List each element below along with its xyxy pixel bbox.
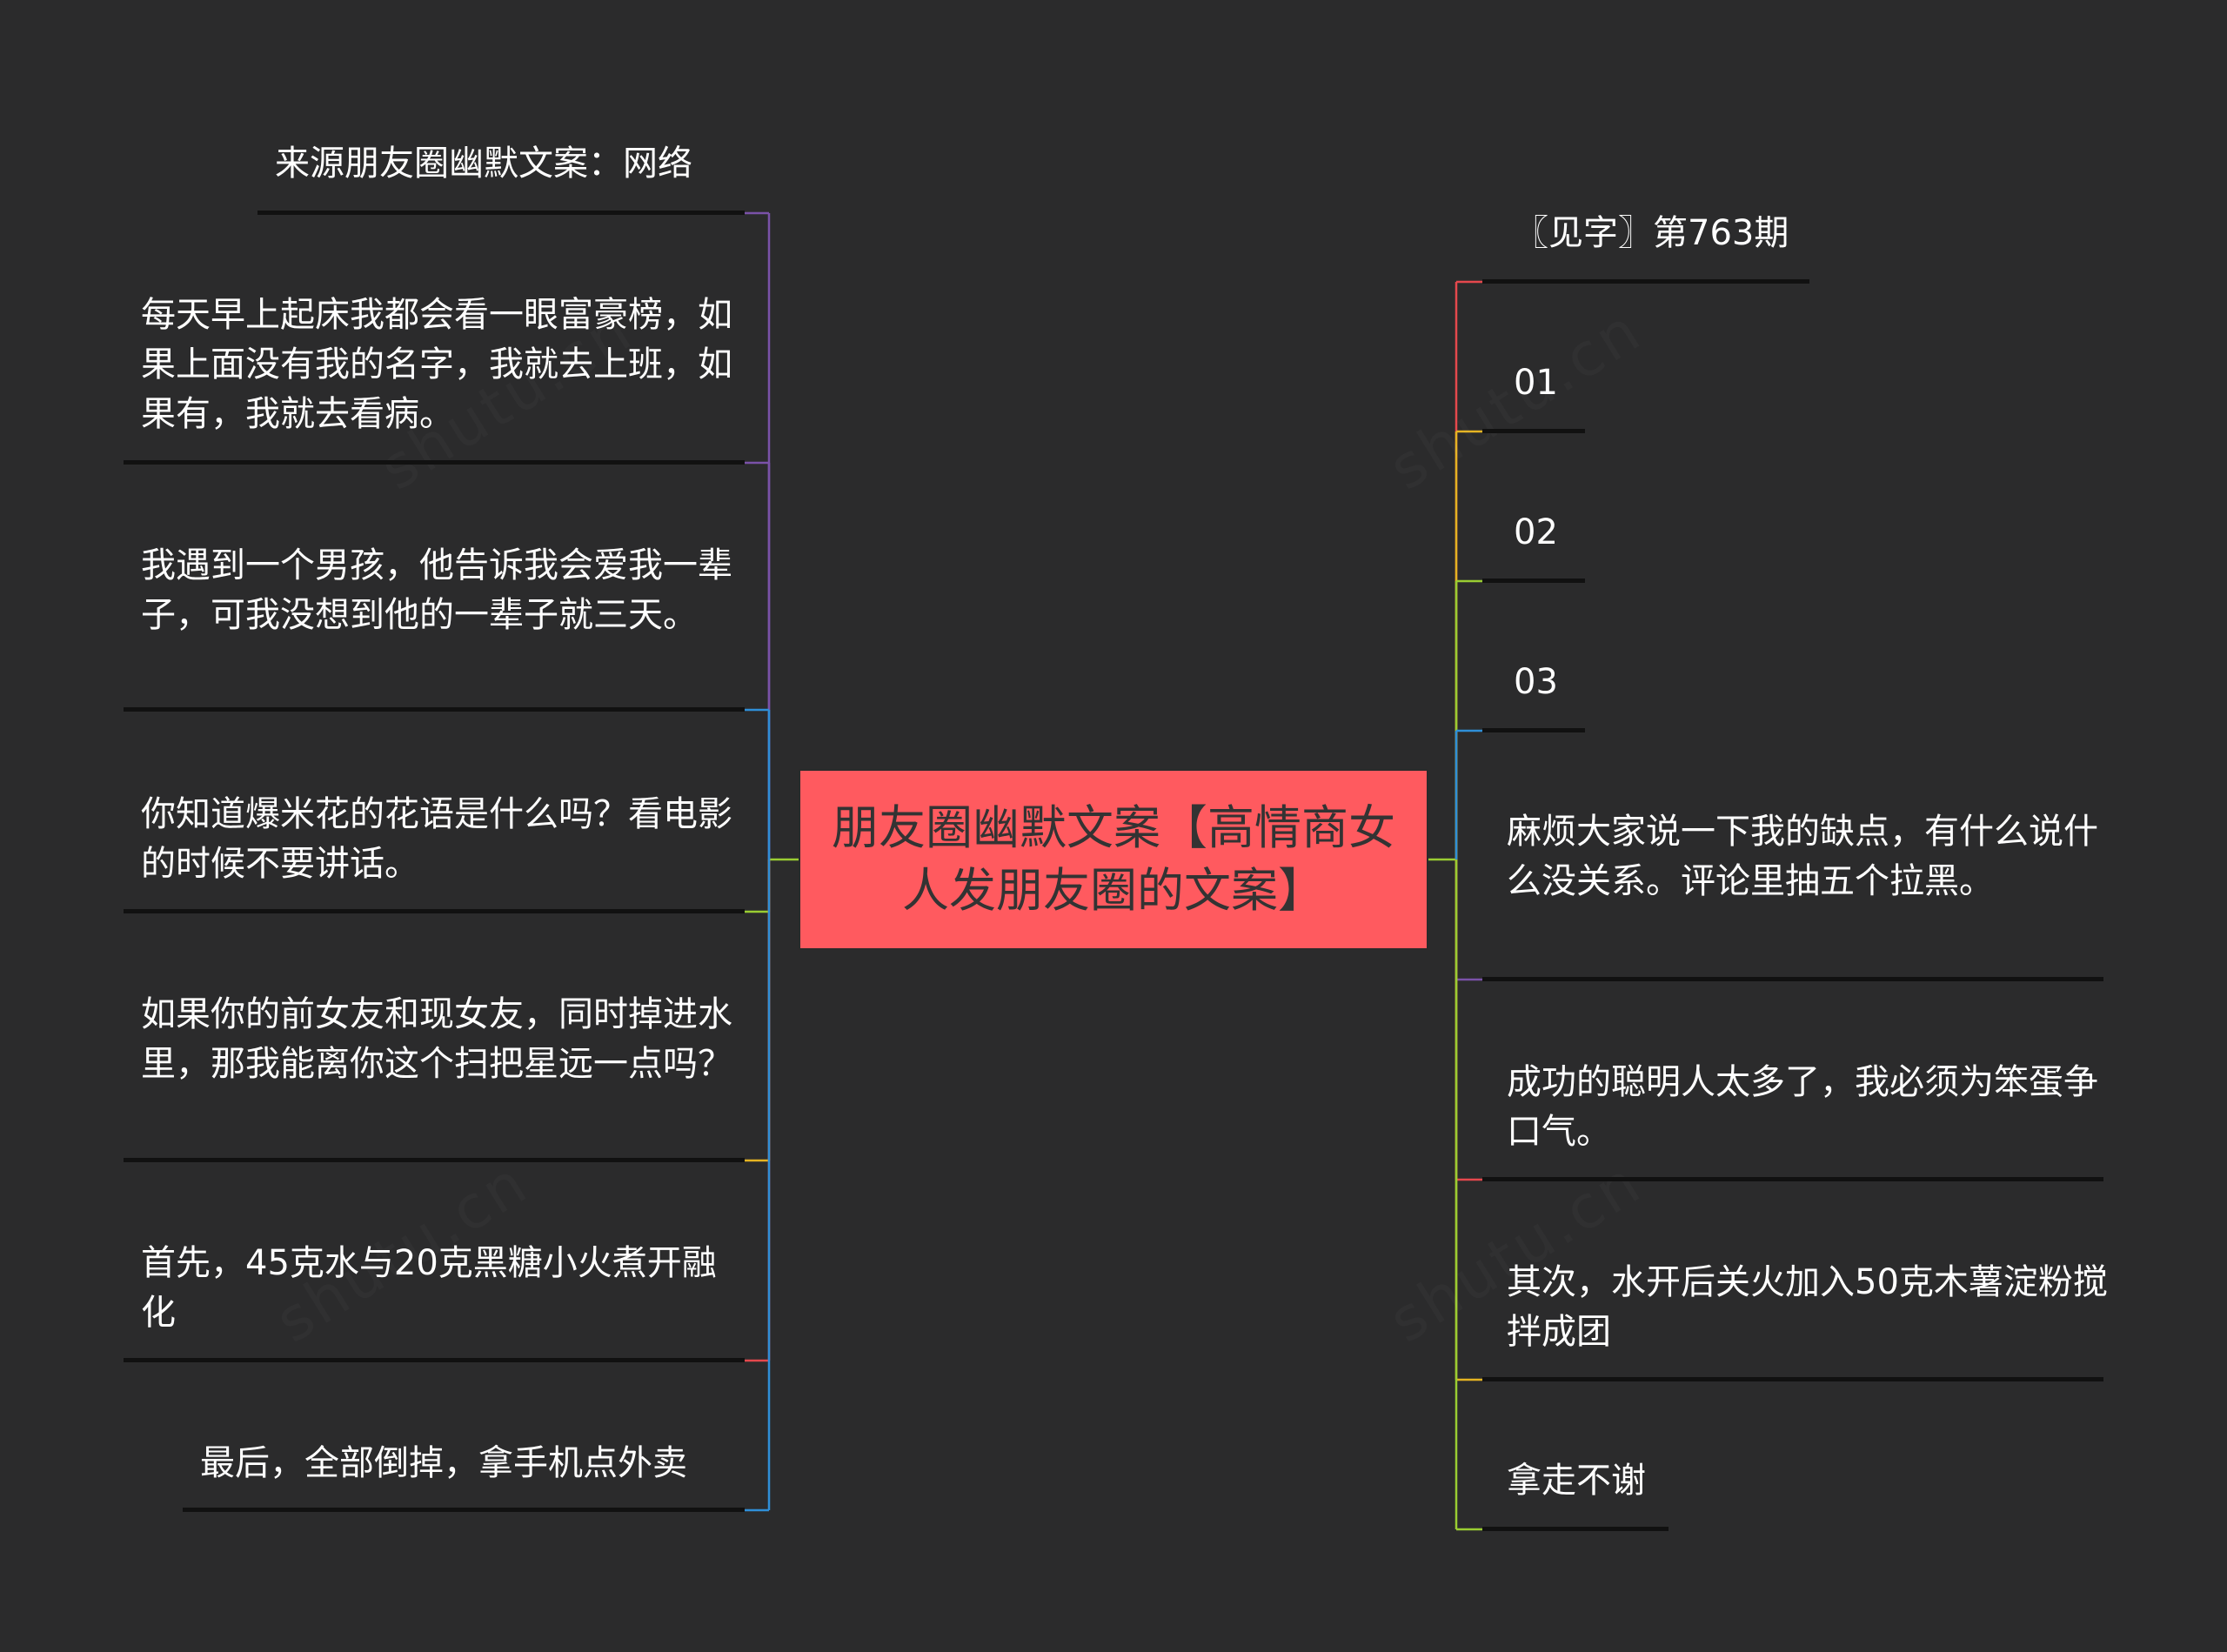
central-topic-title: 朋友圈幽默文案【高情商女人发朋友圈的文案】 [832, 800, 1395, 918]
left-node[interactable]: 来源朋友圈幽默文案：网络 [257, 139, 745, 215]
node-text: 如果你的前女友和现女友，同时掉进水里，那我能离你这个扫把星远一点吗？ [141, 994, 732, 1084]
node-text: 我遇到一个男孩，他告诉我会爱我一辈子，可我没想到他的一辈子就三天。 [141, 545, 732, 635]
node-text: 首先，45克水与20克黑糖小火煮开融化 [141, 1243, 717, 1333]
node-text: 麻烦大家说一下我的缺点，有什么说什么没关系。评论里抽五个拉黑。 [1507, 812, 2098, 901]
left-node[interactable]: 如果你的前女友和现女友，同时掉进水里，那我能离你这个扫把星远一点吗？ [124, 990, 745, 1162]
node-underline [257, 211, 745, 215]
node-underline [1482, 728, 1585, 732]
node-underline [1482, 977, 2103, 981]
left-node[interactable]: 首先，45克水与20克黑糖小火煮开融化 [124, 1239, 745, 1362]
right-node[interactable]: 〖见字〗第763期 [1482, 209, 1809, 284]
node-underline [124, 460, 745, 465]
node-underline [1482, 579, 1585, 583]
node-underline [124, 909, 745, 913]
node-text: 01 [1514, 363, 1558, 403]
node-underline [124, 1358, 745, 1362]
right-node[interactable]: 01 [1482, 358, 1585, 433]
node-text: 其次，水开后关火加入50克木薯淀粉搅拌成团 [1507, 1262, 2108, 1352]
left-node[interactable]: 我遇到一个男孩，他告诉我会爱我一辈子，可我没想到他的一辈子就三天。 [124, 541, 745, 712]
right-node[interactable]: 其次，水开后关火加入50克木薯淀粉搅拌成团 [1482, 1258, 2108, 1381]
node-text: 成功的聪明人太多了，我必须为笨蛋争口气。 [1507, 1062, 2098, 1152]
node-text: 每天早上起床我都会看一眼富豪榜，如果上面没有我的名字，我就去上班，如果有，我就去… [141, 295, 732, 434]
right-node[interactable]: 拿走不谢 [1482, 1456, 1669, 1531]
node-text: 02 [1514, 512, 1558, 552]
node-text: 〖见字〗第763期 [1514, 213, 1789, 253]
node-underline [1482, 1177, 2103, 1181]
right-node[interactable]: 麻烦大家说一下我的缺点，有什么说什么没关系。评论里抽五个拉黑。 [1482, 807, 2103, 981]
node-underline [183, 1508, 745, 1512]
left-node[interactable]: 最后，全部倒掉，拿手机点外卖 [183, 1439, 745, 1512]
node-underline [1482, 1377, 2103, 1381]
node-text: 最后，全部倒掉，拿手机点外卖 [200, 1443, 687, 1483]
central-topic[interactable]: 朋友圈幽默文案【高情商女人发朋友圈的文案】 [799, 769, 1428, 950]
right-node[interactable]: 03 [1482, 658, 1585, 732]
node-text: 来源朋友圈幽默文案：网络 [275, 144, 692, 184]
left-node[interactable]: 你知道爆米花的花语是什么吗？看电影的时候不要讲话。 [124, 790, 745, 913]
left-node[interactable]: 每天早上起床我都会看一眼富豪榜，如果上面没有我的名字，我就去上班，如果有，我就去… [124, 291, 745, 465]
node-underline [124, 1158, 745, 1162]
node-text: 你知道爆米花的花语是什么吗？看电影的时候不要讲话。 [141, 794, 732, 884]
node-underline [1482, 279, 1809, 284]
node-underline [1482, 1527, 1669, 1531]
node-text: 03 [1514, 662, 1558, 702]
right-node[interactable]: 02 [1482, 508, 1585, 583]
node-underline [124, 707, 745, 712]
node-text: 拿走不谢 [1507, 1461, 1646, 1501]
node-underline [1482, 429, 1585, 433]
right-node[interactable]: 成功的聪明人太多了，我必须为笨蛋争口气。 [1482, 1058, 2103, 1181]
